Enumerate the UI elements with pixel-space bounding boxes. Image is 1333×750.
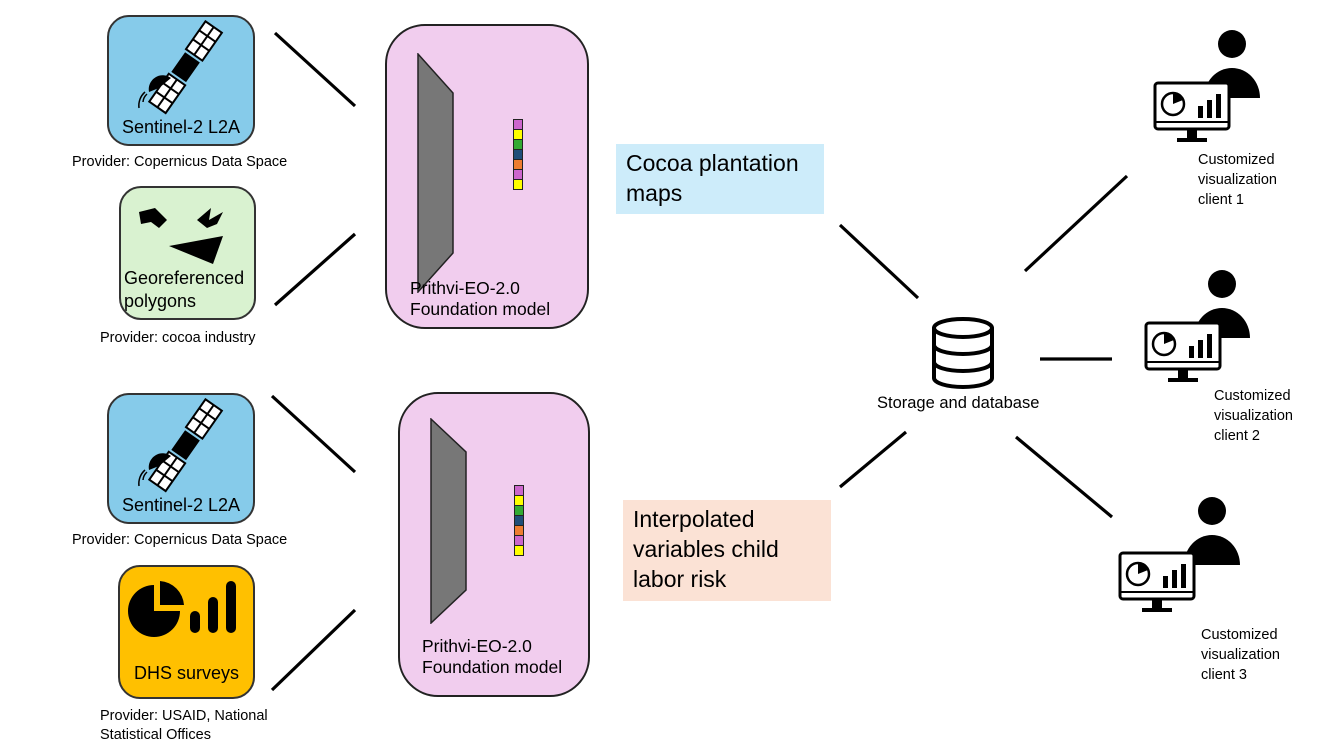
monitor-dashboard-icon [1144,321,1222,382]
source-label: Georeferenced polygons [124,268,245,311]
source-label: DHS surveys [133,663,240,683]
monitor-dashboard-icon [1118,551,1196,612]
model-label: Prithvi-EO-2.0 Foundation model [410,278,551,319]
satellite-icon [138,398,224,493]
source-dhs-surveys: DHS surveys [118,565,255,699]
encoder-shape [417,53,454,293]
output-child-labor-risk: Interpolated variables child labor risk [623,500,831,601]
embedding-cell [514,545,524,556]
output-cocoa-maps: Cocoa plantation maps [616,144,824,214]
source-sentinel2-1: Sentinel-2 L2A [107,15,255,146]
source-label: Sentinel-2 L2A [121,117,241,137]
client-label: Customized visualization client 1 [1198,152,1277,208]
client-label: Customized visualization client 3 [1201,627,1280,683]
foundation-model-1: Prithvi-EO-2.0 Foundation model [385,24,589,329]
connector-source2-model1 [273,232,357,307]
storage-label: Storage and database [877,394,1040,412]
embedding-vector [513,119,523,190]
source-provider: Provider: USAID, National Statistical Of… [100,708,268,743]
encoder-shape [430,418,467,624]
source-provider: Provider: Copernicus Data Space [72,154,288,170]
source-provider: Provider: Copernicus Data Space [72,532,288,548]
connector-output1-storage [838,223,920,300]
embedding-cell [513,179,523,190]
source-polygons: Georeferenced polygons [119,186,256,320]
model-label: Prithvi-EO-2.0 Foundation model [422,636,563,677]
satellite-icon [138,20,224,115]
connector-source4-model2 [270,608,357,692]
connector-output2-storage [838,430,908,489]
database-icon [932,317,994,389]
embedding-vector [514,485,524,556]
client-user-icon [1184,497,1240,565]
source-label: Sentinel-2 L2A [121,495,241,515]
source-sentinel2-2: Sentinel-2 L2A [107,393,255,524]
polygons-icon [139,208,223,264]
chart-icon [128,581,236,637]
source-provider: Provider: cocoa industry [100,330,256,346]
connector-source3-model2 [270,394,357,474]
connector-storage-client3 [1014,435,1114,519]
connector-source1-model1 [273,31,357,108]
connector-storage-client1 [1023,174,1129,273]
foundation-model-2: Prithvi-EO-2.0 Foundation model [398,392,590,697]
client-label: Customized visualization client 2 [1214,388,1293,444]
monitor-dashboard-icon [1153,81,1231,142]
